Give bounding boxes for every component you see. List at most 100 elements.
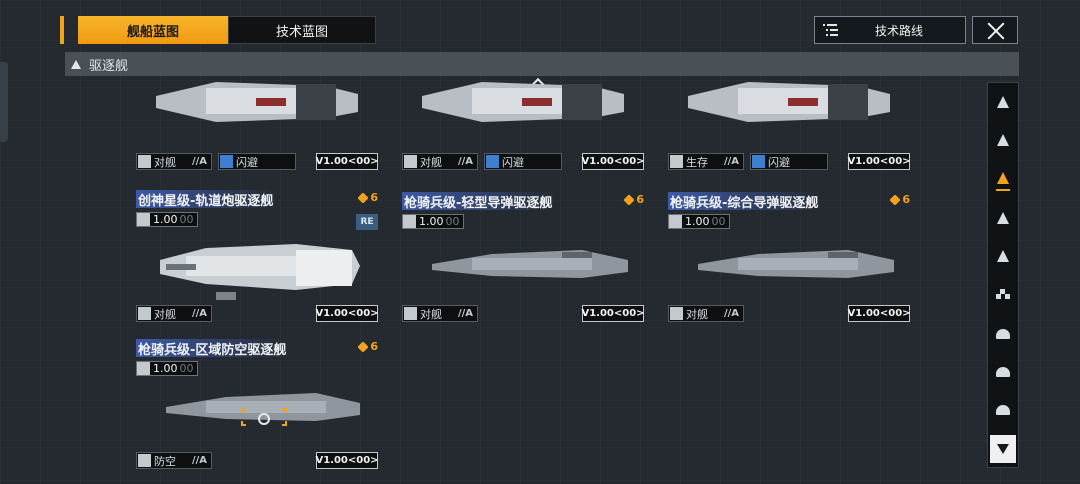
stat-anti-ship: 对舰//A xyxy=(136,153,212,170)
close-button[interactable] xyxy=(972,16,1018,44)
ship-image xyxy=(678,232,900,308)
filter-formation[interactable] xyxy=(988,279,1018,309)
filter-icon xyxy=(997,444,1009,454)
badge-value: 6 xyxy=(902,193,910,206)
category-label: 驱逐舰 xyxy=(89,58,129,74)
stat-label: 对舰 xyxy=(154,307,176,321)
filter-support[interactable] xyxy=(988,241,1018,271)
station-icon xyxy=(996,405,1010,415)
ship-image xyxy=(412,232,634,308)
ship-name: 枪骑兵级-轻型导弹驱逐舰 xyxy=(402,192,557,211)
stat-grade: //A xyxy=(457,308,473,319)
tech-point-icon xyxy=(889,193,902,206)
tab-tech-blueprint[interactable]: 技术蓝图 xyxy=(228,16,376,44)
destroyer-icon xyxy=(997,172,1009,184)
dodge-icon xyxy=(486,155,499,168)
level-value: 1.00 xyxy=(685,215,710,228)
stat-row: 对舰//A V1.00<00> xyxy=(402,305,645,322)
version-label: V1.00<00> xyxy=(581,153,645,170)
anti-ship-icon xyxy=(138,155,151,168)
filter-destroyer[interactable] xyxy=(988,163,1018,193)
stat-grade: //A xyxy=(191,156,207,167)
filter-frigate[interactable] xyxy=(988,125,1018,155)
version-label: V1.00<00> xyxy=(847,153,911,170)
category-header[interactable]: 驱逐舰 xyxy=(65,52,1019,76)
stat-dodge: 闪避 xyxy=(484,153,562,170)
support-icon xyxy=(997,250,1009,262)
level-sub: 00 xyxy=(179,213,194,226)
top-bar: 舰船蓝图 技术蓝图 技术路线 xyxy=(60,14,1020,46)
filter-button[interactable] xyxy=(990,435,1016,463)
dodge-icon xyxy=(220,155,233,168)
tech-point-badge: 6 xyxy=(623,193,644,206)
tech-point-icon xyxy=(357,191,370,204)
anti-ship-icon xyxy=(138,307,151,320)
re-badge: RE xyxy=(356,214,378,230)
stat-label: 闪避 xyxy=(236,155,258,169)
stat-dodge: 闪避 xyxy=(218,153,296,170)
stat-anti-ship: 对舰 //A xyxy=(402,305,478,322)
badge-value: 6 xyxy=(370,340,378,353)
stat-anti-ship: 对舰 //A xyxy=(136,305,212,322)
anti-ship-icon xyxy=(404,155,417,168)
tech-route-button[interactable]: 技术路线 xyxy=(814,16,966,44)
ship-image xyxy=(146,70,368,146)
badge-value: 6 xyxy=(636,193,644,206)
stat-label: 闪避 xyxy=(768,155,790,169)
active-filter-indicator xyxy=(996,189,1010,191)
stat-row: 对舰 //A 闪避 V1.00<00> xyxy=(402,153,645,170)
stat-grade: //A xyxy=(457,156,473,167)
ship-card-partial[interactable]: 生存//A 闪避 V1.00<00> xyxy=(668,76,911,170)
tech-point-icon xyxy=(357,340,370,353)
ship-image xyxy=(146,379,368,455)
level-icon xyxy=(137,213,150,226)
stat-grade: //A xyxy=(191,455,207,466)
filter-station[interactable] xyxy=(988,395,1018,425)
level-value: 1.00 xyxy=(419,215,444,228)
stat-row: 对舰//A V1.00<00> xyxy=(668,305,911,322)
version-label: V1.00<00> xyxy=(315,153,379,170)
level-sub: 00 xyxy=(711,215,726,228)
level-sub: 00 xyxy=(445,215,460,228)
stat-grade: //A xyxy=(191,308,207,319)
tech-route-label: 技术路线 xyxy=(874,23,923,38)
stat-anti-air: 防空//A xyxy=(136,452,212,469)
stat-label: 对舰 xyxy=(420,155,442,169)
ship-card-partial[interactable]: 对舰 //A 闪避 V1.00<00> xyxy=(402,76,645,170)
anti-ship-icon xyxy=(670,307,683,320)
tree-list-icon xyxy=(823,23,839,37)
formation-icon xyxy=(996,289,1010,299)
tab-ship-blueprint[interactable]: 舰船蓝图 xyxy=(78,16,228,44)
filter-cruiser[interactable] xyxy=(988,203,1018,233)
destroyer-class-icon xyxy=(71,59,81,69)
version-label: V1.00<00> xyxy=(315,305,379,322)
shield-icon xyxy=(670,155,683,168)
stat-label: 闪避 xyxy=(502,155,524,169)
anti-air-icon xyxy=(138,454,151,467)
filter-carrier[interactable] xyxy=(988,87,1018,117)
level-value: 1.00 xyxy=(153,362,178,375)
filter-battleship[interactable] xyxy=(988,319,1018,349)
stat-row: 生存//A 闪避 V1.00<00> xyxy=(668,153,911,170)
filter-auxiliary[interactable] xyxy=(988,357,1018,387)
stat-survival: 生存//A xyxy=(668,153,744,170)
stat-row: 防空//A V1.00<00> xyxy=(136,452,379,469)
tech-point-icon xyxy=(623,193,636,206)
level-icon xyxy=(137,362,150,375)
ship-card-partial[interactable]: 对舰//A 闪避 V1.00<00> xyxy=(136,76,379,170)
stat-label: 生存 xyxy=(686,155,708,169)
ship-name: 枪骑兵级-综合导弹驱逐舰 xyxy=(668,192,823,211)
carrier-icon xyxy=(997,96,1009,108)
stat-label: 对舰 xyxy=(420,307,442,321)
ship-name: 创神星级-轨道炮驱逐舰 xyxy=(136,190,278,209)
stat-dodge: 闪避 xyxy=(750,153,828,170)
level-icon xyxy=(403,215,416,228)
stat-row: 对舰 //A V1.00<00> xyxy=(136,305,379,322)
ship-image xyxy=(678,70,900,146)
left-edge-handle[interactable] xyxy=(0,62,8,142)
